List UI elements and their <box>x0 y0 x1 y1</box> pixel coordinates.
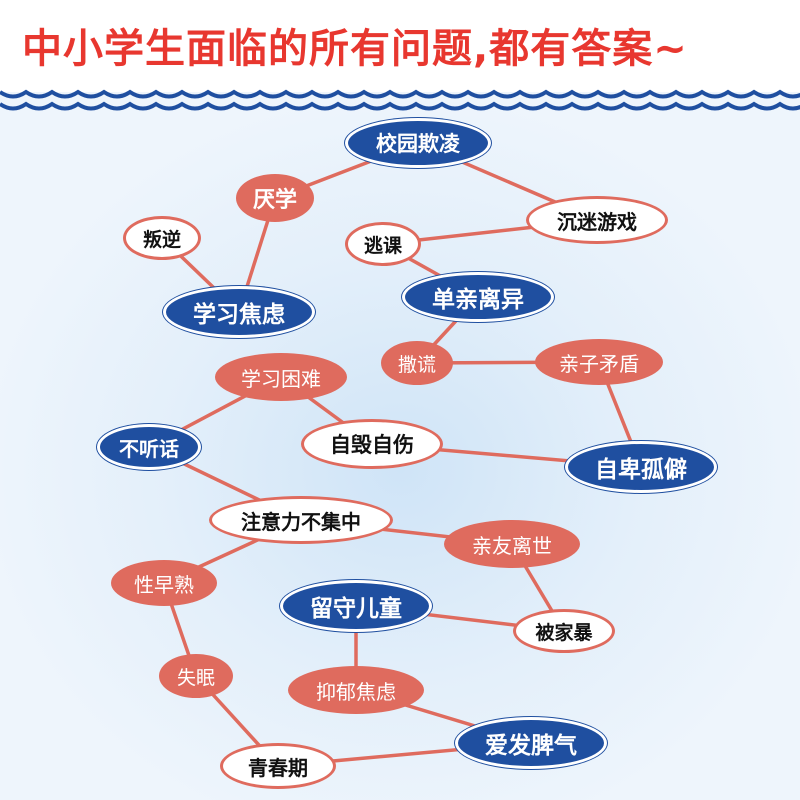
node-game-addiction: 沉迷游戏 <box>526 196 668 244</box>
node-inattention: 注意力不集中 <box>209 496 393 544</box>
node-depression-anxiety: 抑郁焦虑 <box>288 666 424 714</box>
node-label: 性早熟 <box>134 572 194 597</box>
node-label: 青春期 <box>248 755 308 780</box>
node-insomnia: 失眠 <box>159 654 233 698</box>
node-label: 不听话 <box>119 436 179 461</box>
page-title: 中小学生面临的所有问题,都有答案~ <box>22 26 688 72</box>
node-label: 亲友离世 <box>472 533 552 558</box>
node-label: 学习困难 <box>241 366 321 391</box>
node-label: 注意力不集中 <box>241 509 361 534</box>
node-self-harm: 自毁自伤 <box>301 419 443 469</box>
node-learning-difficulty: 学习困难 <box>215 353 347 401</box>
node-label: 爱发脾气 <box>485 733 577 759</box>
node-single-parent: 单亲离异 <box>402 272 554 322</box>
node-label: 被家暴 <box>535 621 593 644</box>
node-label: 叛逆 <box>142 228 181 251</box>
header-banner: 中小学生面临的所有问题,都有答案~ <box>0 0 800 92</box>
node-disobedience: 不听话 <box>97 424 201 470</box>
node-school-aversion: 厌学 <box>236 174 314 222</box>
node-label: 逃课 <box>363 234 402 257</box>
node-rebellion: 叛逆 <box>123 216 201 260</box>
node-label: 校园欺凌 <box>376 132 460 156</box>
node-precocity: 性早熟 <box>111 560 217 606</box>
node-inferiority-withdrawal: 自卑孤僻 <box>565 441 717 493</box>
node-truancy: 逃课 <box>345 222 421 266</box>
node-label: 单亲离异 <box>432 287 524 313</box>
node-label: 留守儿童 <box>310 596 402 622</box>
node-lying: 撒谎 <box>381 341 453 385</box>
node-label: 亲子矛盾 <box>559 351 639 376</box>
node-school-bullying: 校园欺凌 <box>345 118 491 168</box>
node-label: 学习焦虑 <box>193 302 285 328</box>
node-study-anxiety: 学习焦虑 <box>163 286 315 338</box>
node-label: 失眠 <box>176 666 215 689</box>
node-bereavement: 亲友离世 <box>444 520 580 568</box>
node-parent-child-conflict: 亲子矛盾 <box>535 339 663 385</box>
node-puberty: 青春期 <box>220 743 336 789</box>
node-label: 沉迷游戏 <box>557 209 637 234</box>
node-label: 抑郁焦虑 <box>316 679 396 704</box>
node-bad-temper: 爱发脾气 <box>455 717 607 769</box>
node-domestic-violence: 被家暴 <box>513 609 615 653</box>
node-left-behind-children: 留守儿童 <box>280 580 432 632</box>
node-label: 撒谎 <box>397 353 436 376</box>
node-label: 自毁自伤 <box>330 433 414 457</box>
node-label: 厌学 <box>252 188 297 213</box>
node-label: 自卑孤僻 <box>595 457 687 483</box>
